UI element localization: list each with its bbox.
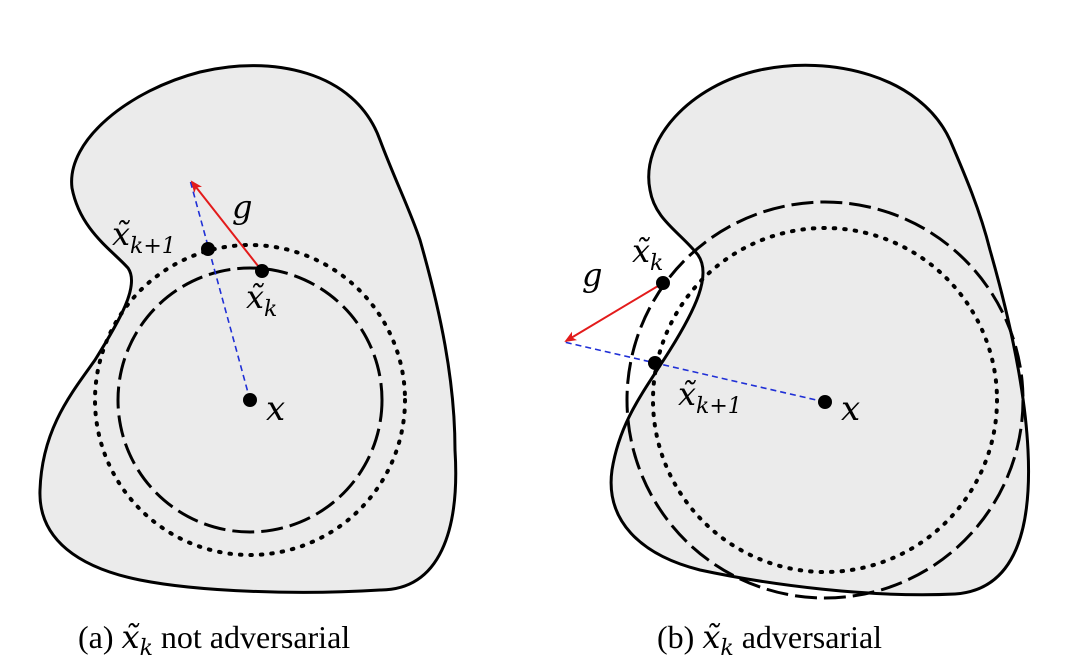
caption-b-suffix: adversarial <box>742 619 882 655</box>
label-g-a: g <box>232 188 252 226</box>
label-xk-b: x̃k <box>632 232 663 276</box>
point-xk-b <box>656 276 670 290</box>
label-xk-a-main: x̃ <box>246 278 265 316</box>
point-xk1-a <box>201 242 215 256</box>
label-g-b: g <box>582 256 602 294</box>
caption-a-suffix: not adversarial <box>161 619 350 655</box>
region-blob-b <box>609 63 1031 597</box>
label-xk1-b-sub: k+1 <box>696 394 742 419</box>
point-xk-a <box>255 264 269 278</box>
region-blob-a <box>38 64 458 594</box>
caption-b: (b) x̃k adversarial <box>657 618 882 662</box>
label-xk1-a-sub: k+1 <box>130 234 176 259</box>
panel-a: g x x̃k x̃k+1 (a) x̃k not adversarial <box>38 64 458 662</box>
dashed-ball-b <box>625 200 1025 600</box>
caption-b-math: x̃ <box>702 618 721 656</box>
caption-a-prefix: (a) <box>78 619 114 655</box>
projection-line-b <box>563 341 826 403</box>
projection-line-a <box>189 179 251 401</box>
label-xk1-b-main: x̃ <box>678 375 697 413</box>
label-xk-b-main: x̃ <box>632 232 651 270</box>
point-x-a <box>243 393 257 407</box>
label-x-a: x <box>266 389 285 429</box>
caption-b-prefix: (b) <box>657 619 694 655</box>
caption-b-sub: k <box>720 636 733 661</box>
dotted-ball-b <box>651 226 999 574</box>
caption-a: (a) x̃k not adversarial <box>78 618 350 662</box>
caption-a-sub: k <box>140 636 153 661</box>
gradient-arrow-a <box>190 180 263 272</box>
label-xk-a: x̃k <box>246 278 277 322</box>
point-x-b <box>818 395 832 409</box>
label-xk-a-sub: k <box>264 297 277 322</box>
panel-b: g x x̃k x̃k+1 (b) x̃k adversarial <box>563 63 1031 662</box>
label-xk1-b: x̃k+1 <box>678 375 742 419</box>
label-xk1-a-main: x̃ <box>112 215 131 253</box>
dotted-ball-a <box>93 243 407 557</box>
label-x-b: x <box>841 389 860 429</box>
label-xk1-a: x̃k+1 <box>112 215 176 259</box>
caption-a-math: x̃ <box>122 618 141 656</box>
gradient-arrow-b <box>564 282 664 343</box>
dashed-ball-a <box>116 266 384 534</box>
label-xk-b-sub: k <box>650 251 663 276</box>
point-xk1-b <box>648 356 662 370</box>
